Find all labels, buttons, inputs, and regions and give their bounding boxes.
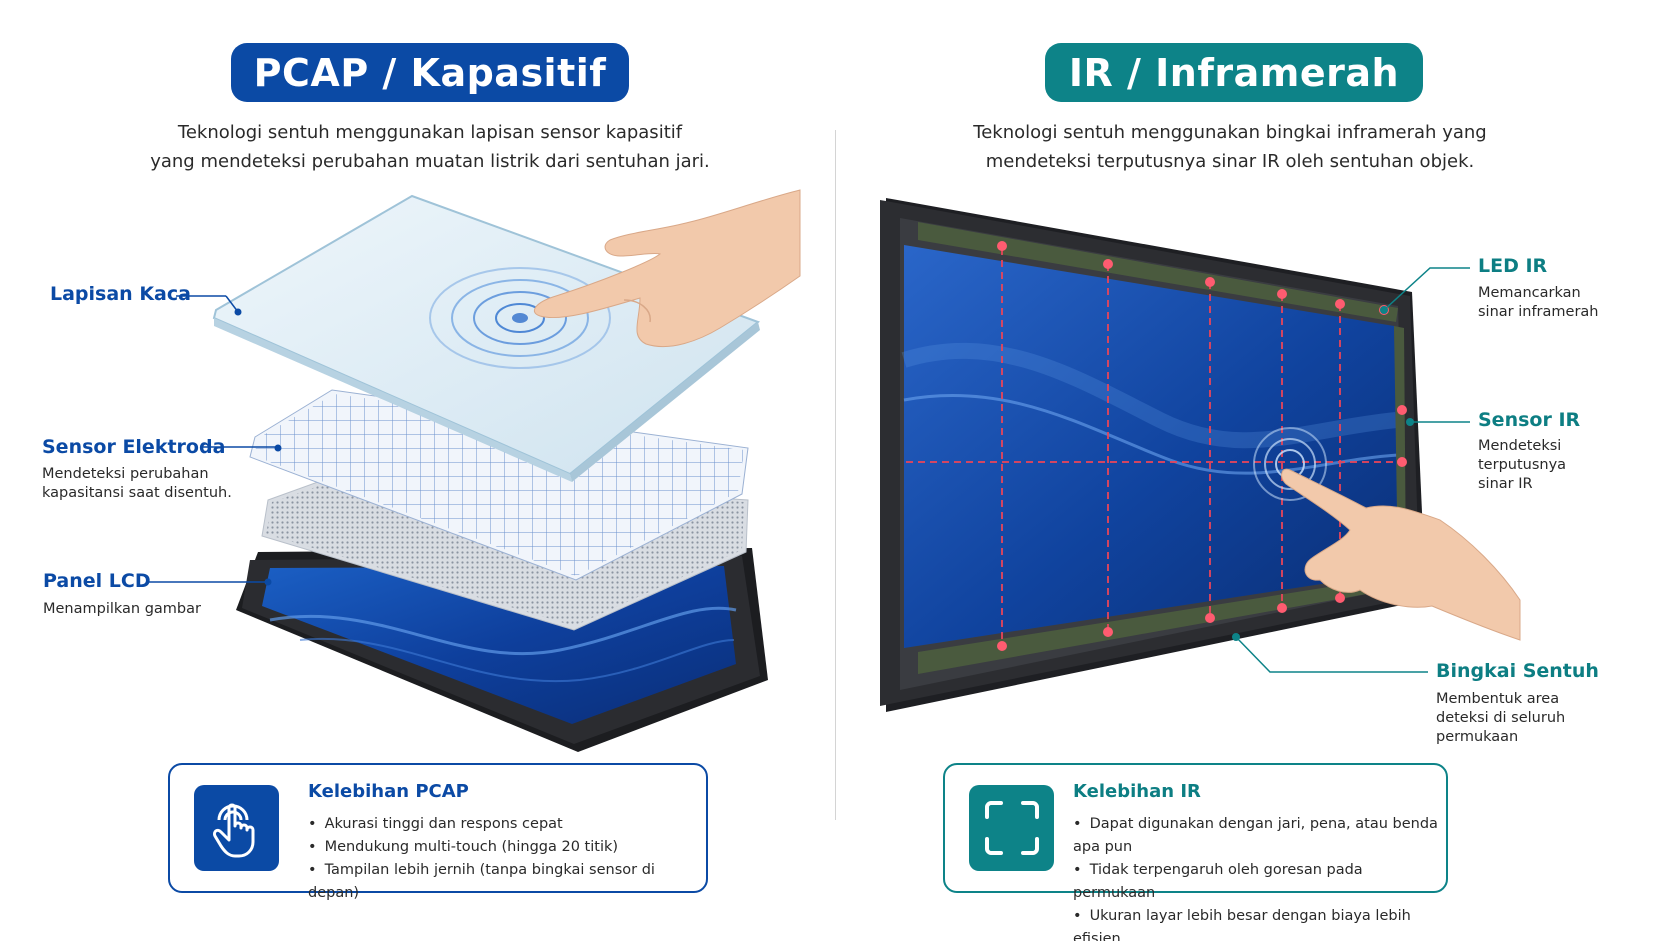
ir-hand-icon [1281, 468, 1521, 641]
list-item: Ukuran layar lebih besar dengan biaya le… [1073, 905, 1446, 941]
label-led-ir: LED IR [1478, 255, 1548, 277]
pcap-title: PCAP / Kapasitif [231, 43, 629, 102]
desc-touch-frame: Membentuk area deteksi di seluruh permuk… [1436, 690, 1565, 747]
pcap-advantages-title: Kelebihan PCAP [308, 781, 469, 802]
pcap-intro-line-1: Teknologi sentuh menggunakan lapisan sen… [177, 122, 683, 143]
desc-sensor-electrode: Mendeteksi perubahan kapasitansi saat di… [42, 465, 232, 503]
desc-sensor-ir: Mendeteksi terputusnya sinar IR [1478, 437, 1566, 494]
list-item: Tidak terpengaruh oleh goresan pada perm… [1073, 859, 1446, 905]
desc-led-ir-line-1: Memancarkan [1478, 285, 1581, 301]
desc-sensor-ir-line-1: Mendeteksi [1478, 438, 1562, 454]
section-divider [835, 130, 836, 820]
label-glass-layer: Lapisan Kaca [50, 283, 191, 305]
ir-intro: Teknologi sentuh menggunakan bingkai inf… [930, 118, 1530, 176]
list-item: Akurasi tinggi dan respons cepat [308, 813, 706, 836]
desc-touch-frame-line-1: Membentuk area [1436, 691, 1560, 707]
glass-layer-illustration [212, 194, 761, 482]
ir-intro-line-2: mendeteksi terputusnya sinar IR oleh sen… [985, 151, 1475, 172]
desc-led-ir: Memancarkan sinar inframerah [1478, 284, 1598, 322]
desc-touch-frame-line-3: permukaan [1436, 729, 1519, 745]
desc-sensor-ir-line-2: terputusnya [1478, 457, 1567, 473]
desc-touch-frame-line-2: deteksi di seluruh [1436, 710, 1566, 726]
label-touch-frame: Bingkai Sentuh [1436, 660, 1599, 682]
ir-title: IR / Inframerah [1045, 43, 1423, 102]
pcap-hand-icon [534, 189, 801, 348]
desc-sensor-electrode-line-1: Mendeteksi perubahan [42, 466, 209, 482]
desc-sensor-electrode-line-2: kapasitansi saat disentuh. [42, 485, 232, 501]
list-item: Mendukung multi-touch (hingga 20 titik) [308, 836, 706, 859]
ir-advantages-list: Dapat digunakan dengan jari, pena, atau … [1073, 813, 1446, 941]
ir-beam-grid [906, 248, 1398, 644]
touch-hand-icon [194, 785, 279, 871]
ir-advantages-card: Kelebihan IR Dapat digunakan dengan jari… [943, 763, 1448, 941]
pcap-advantages-list: Akurasi tinggi dan respons cepat Menduku… [308, 813, 706, 905]
desc-lcd-panel: Menampilkan gambar [43, 601, 201, 617]
list-item: Dapat digunakan dengan jari, pena, atau … [1073, 813, 1446, 859]
desc-led-ir-line-2: sinar inframerah [1478, 304, 1599, 320]
ir-leader-lines [1235, 267, 1470, 673]
pcap-advantages-card: Kelebihan PCAP Akurasi tinggi dan respon… [168, 763, 708, 901]
desc-sensor-ir-line-3: sinar IR [1478, 476, 1533, 492]
ir-leader-dots [1232, 306, 1414, 641]
ir-intro-line-1: Teknologi sentuh menggunakan bingkai inf… [973, 122, 1487, 143]
pcap-intro-line-2: yang mendeteksi perubahan muatan listrik… [150, 151, 710, 172]
pcap-leader-lines [148, 295, 282, 586]
ir-touch-frame-illustration [880, 198, 1426, 712]
pcap-intro: Teknologi sentuh menggunakan lapisan sen… [140, 118, 720, 176]
ir-touch-point [1253, 427, 1327, 501]
list-item: Tampilan lebih jernih (tanpa bingkai sen… [308, 859, 706, 905]
label-sensor-ir: Sensor IR [1478, 409, 1581, 431]
label-sensor-electrode: Sensor Elektroda [42, 436, 226, 458]
ir-advantages-title: Kelebihan IR [1073, 781, 1201, 802]
frame-corners-icon [969, 785, 1054, 871]
label-lcd-panel: Panel LCD [43, 570, 151, 592]
